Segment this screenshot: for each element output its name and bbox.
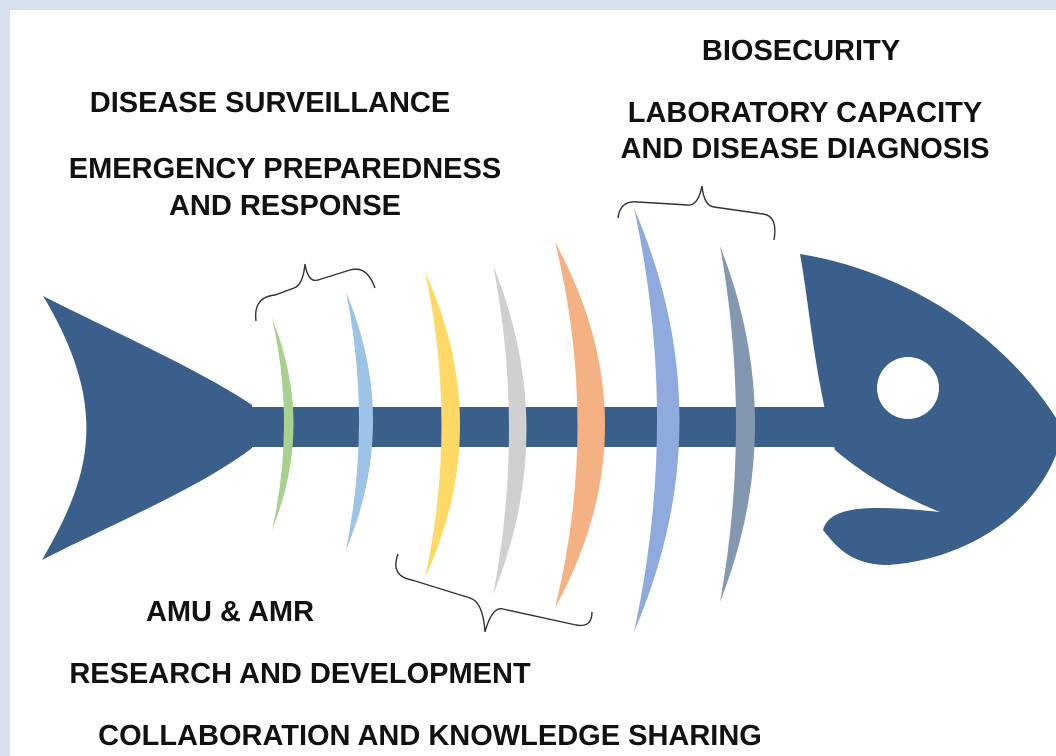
- fishbone-graphic: [42, 185, 1056, 633]
- label-research-development: RESEARCH AND DEVELOPMENT: [69, 658, 531, 690]
- bone-orange: [555, 242, 605, 608]
- fish-tail: [42, 296, 252, 560]
- bone-green: [272, 318, 294, 530]
- bracket-upper-left: [254, 263, 376, 322]
- bone-periwinkle: [634, 208, 680, 632]
- bone-yellow: [425, 272, 460, 578]
- label-emergency-preparedness-line2: AND RESPONSE: [168, 190, 402, 222]
- label-disease-surveillance: DISEASE SURVEILLANCE: [89, 87, 451, 119]
- bone-light-blue: [346, 292, 373, 550]
- fish-eye: [877, 357, 939, 419]
- label-biosecurity: BIOSECURITY: [701, 35, 901, 67]
- bracket-lower: [395, 553, 593, 633]
- bone-gray: [493, 265, 527, 595]
- label-emergency-preparedness-line1: EMERGENCY PREPAREDNESS: [68, 153, 502, 185]
- label-collaboration-knowledge-sharing: COLLABORATION AND KNOWLEDGE SHARING: [98, 720, 762, 752]
- label-laboratory-capacity-line2: AND DISEASE DIAGNOSIS: [620, 133, 990, 165]
- label-amu-amr: AMU & AMR: [145, 596, 315, 628]
- label-laboratory-capacity-line1: LABORATORY CAPACITY: [627, 97, 983, 129]
- bone-slate: [720, 246, 755, 602]
- bracket-upper-right: [617, 185, 776, 241]
